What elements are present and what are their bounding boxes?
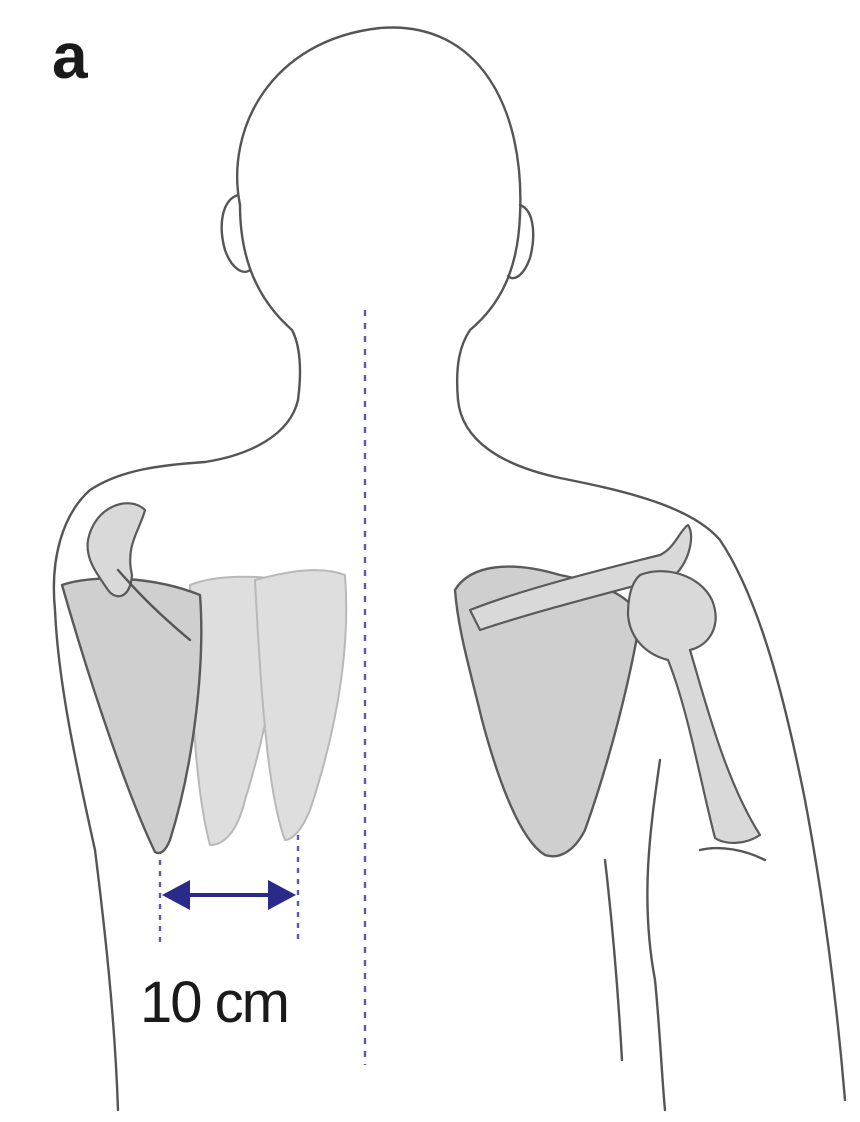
- scapula-ghost-positions: [190, 570, 346, 845]
- right-scapula: [455, 525, 760, 856]
- arrow-head-left: [162, 880, 190, 910]
- head-outline: [222, 28, 533, 400]
- measurement-label: 10 cm: [140, 970, 288, 1035]
- measurement-indicator: [160, 835, 298, 945]
- panel-label: a: [52, 20, 88, 92]
- arrow-head-right: [268, 880, 296, 910]
- left-scapula: [62, 503, 201, 853]
